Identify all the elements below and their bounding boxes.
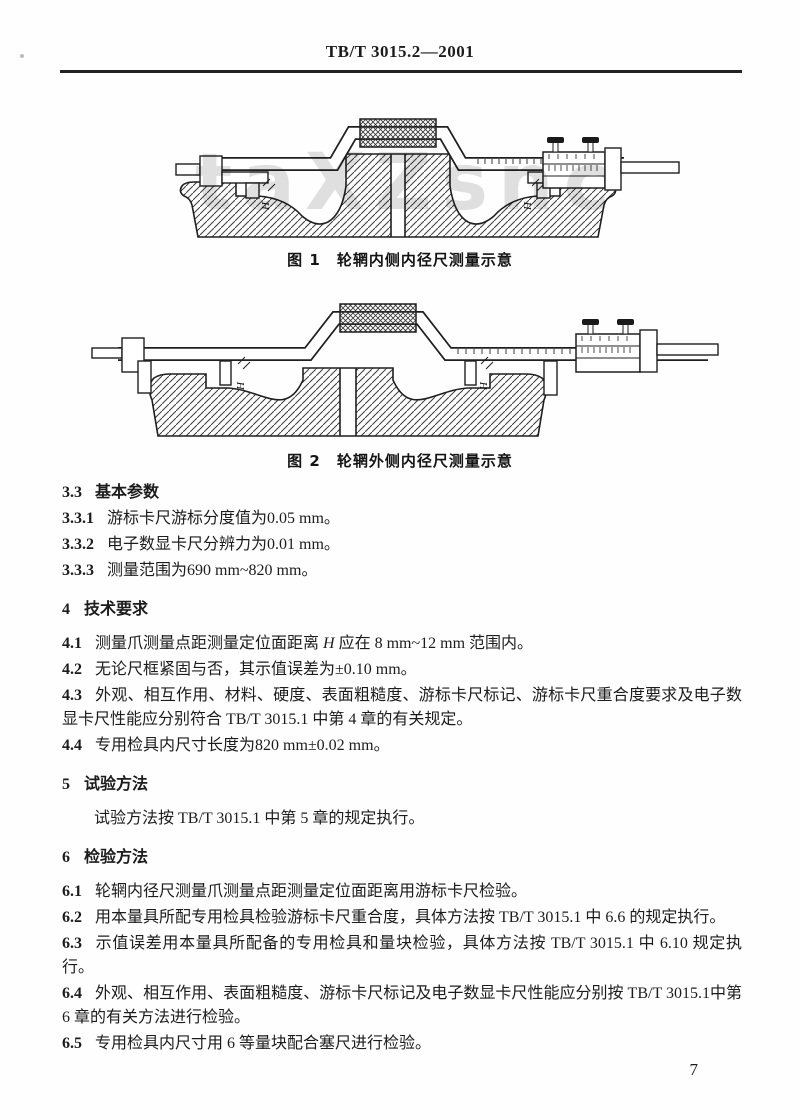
clause-number: 4.4 bbox=[62, 737, 82, 754]
clause-text: 示值误差用本量具所配备的专用检具和量块检验，具体方法按 TB/T 3015.1 … bbox=[62, 935, 742, 976]
clause-text: 专用检具内尺寸用 6 等量块配合塞尺进行检验。 bbox=[95, 1035, 432, 1052]
clause-5-body: 试验方法按 TB/T 3015.1 中第 5 章的规定执行。 bbox=[62, 807, 742, 831]
dimension-left: H bbox=[235, 356, 251, 391]
vernier-slider bbox=[575, 319, 719, 373]
left-rod-tip bbox=[175, 163, 201, 176]
right-locating-plate bbox=[464, 360, 477, 386]
thumb-screw bbox=[617, 319, 634, 335]
section-title: 试验方法 bbox=[84, 774, 149, 793]
figure-1-caption: 图 1 轮辋内侧内径尺测量示意 bbox=[287, 251, 513, 269]
left-head-block bbox=[199, 155, 223, 187]
page-number: 7 bbox=[689, 1060, 699, 1079]
vernier-slider bbox=[542, 137, 680, 191]
dim-label-h: H bbox=[522, 201, 534, 211]
left-locating-plate bbox=[221, 171, 269, 184]
clause-4-4: 4.4 专用检具内尺寸长度为820 mm±0.02 mm。 bbox=[62, 734, 742, 758]
figure-1-svg: H H bbox=[175, 118, 680, 238]
left-rod-tip bbox=[91, 347, 123, 359]
dim-label-h: H bbox=[235, 381, 247, 391]
section-title: 技术要求 bbox=[84, 599, 149, 618]
section-heading-6: 6 检验方法 bbox=[62, 845, 742, 870]
vernier-ticks bbox=[548, 154, 598, 171]
fixed-jaw-assembly bbox=[91, 337, 232, 394]
clause-number: 4.1 bbox=[62, 635, 82, 652]
clause-3-3-1: 3.3.1 游标卡尺游标分度值为0.05 mm。 bbox=[62, 507, 742, 531]
clause-3-3-2: 3.3.2 电子数显卡尺分辨力为0.01 mm。 bbox=[62, 533, 742, 557]
clause-number: 6.3 bbox=[62, 935, 82, 952]
clause-4-2: 4.2 无论尺框紧固与否，其示值误差为±0.10 mm。 bbox=[62, 658, 742, 682]
clause-title: 基本参数 bbox=[95, 482, 160, 501]
clause-text: 专用检具内尺寸长度为820 mm±0.02 mm。 bbox=[95, 737, 390, 754]
figure-2-drawing: H H bbox=[78, 278, 728, 448]
clause-6-1: 6.1 轮辋内径尺测量爪测量点距测量定位面距离用游标卡尺检验。 bbox=[62, 880, 742, 904]
clause-text: 轮辋内径尺测量爪测量点距测量定位面距离用游标卡尺检验。 bbox=[95, 883, 528, 900]
clause-number: 6.4 bbox=[62, 985, 82, 1002]
clause-6-5: 6.5 专用检具内尺寸用 6 等量块配合塞尺进行检验。 bbox=[62, 1032, 742, 1056]
clause-text: 测量范围为690 mm~820 mm。 bbox=[107, 562, 318, 579]
figure-2-caption: 图 2 轮辋外侧内径尺测量示意 bbox=[287, 452, 513, 470]
clause-text-post: 应在 8 mm~12 mm 范围内。 bbox=[334, 635, 534, 652]
clause-text-pre: 测量爪测量点距测量定位面距离 bbox=[95, 635, 324, 652]
wheelset-cross-section bbox=[148, 367, 548, 437]
thumb-screw bbox=[547, 137, 564, 153]
clause-number: 3.3.2 bbox=[62, 536, 94, 553]
dim-label-h: H bbox=[260, 201, 272, 211]
clause-number: 6.5 bbox=[62, 1035, 82, 1052]
clause-number: 6.2 bbox=[62, 909, 82, 926]
variable-h: H bbox=[323, 635, 335, 652]
clause-text: 外观、相互作用、材料、硬度、表面粗糙度、游标卡尺标记、游标卡尺重合度要求及电子数… bbox=[62, 687, 742, 728]
beam-rod-extension bbox=[620, 161, 680, 174]
clause-text: 试验方法按 TB/T 3015.1 中第 5 章的规定执行。 bbox=[94, 810, 425, 827]
section-heading-4: 4 技术要求 bbox=[62, 597, 742, 622]
clause-text: 测量爪测量点距测量定位面距离 H 应在 8 mm~12 mm 范围内。 bbox=[95, 635, 533, 652]
clause-text: 外观、相互作用、表面粗糙度、游标卡尺标记及电子数显卡尺性能应分别按 TB/T 3… bbox=[62, 985, 742, 1026]
vernier-ticks bbox=[581, 336, 631, 353]
thumb-screw bbox=[582, 137, 599, 153]
section-heading-5: 5 试验方法 bbox=[62, 772, 742, 797]
dimension-right: H bbox=[478, 356, 494, 391]
right-measuring-jaw bbox=[543, 360, 558, 396]
sliding-jaw-assembly bbox=[464, 360, 558, 396]
section-number: 5 bbox=[62, 776, 70, 793]
clause-text: 电子数显卡尺分辨力为0.01 mm。 bbox=[107, 536, 340, 553]
clause-number: 4.2 bbox=[62, 661, 82, 678]
section-title: 检验方法 bbox=[84, 847, 149, 866]
clause-number: 3.3.3 bbox=[62, 562, 94, 579]
clause-4-1: 4.1 测量爪测量点距测量定位面距离 H 应在 8 mm~12 mm 范围内。 bbox=[62, 632, 742, 656]
clause-number: 3.3.1 bbox=[62, 510, 94, 527]
document-number: TB/T 3015.2—2001 bbox=[325, 42, 475, 61]
beam-rod-extension bbox=[656, 343, 719, 356]
main-scale-ticks bbox=[477, 159, 542, 164]
left-measuring-jaw bbox=[245, 182, 260, 199]
clause-6-2: 6.2 用本量具所配专用检具检验游标卡尺重合度，具体方法按 TB/T 3015.1… bbox=[62, 906, 742, 930]
thumb-screw bbox=[582, 319, 599, 335]
grip-knurl bbox=[339, 303, 417, 333]
clause-text: 无论尺框紧固与否，其示值误差为±0.10 mm。 bbox=[95, 661, 417, 678]
clause-number: 3.3 bbox=[62, 484, 82, 501]
dimension-left: H bbox=[260, 178, 276, 211]
section-number: 4 bbox=[62, 601, 70, 618]
grip-knurl bbox=[359, 118, 437, 148]
header-rule bbox=[60, 70, 742, 73]
fixed-jaw-assembly bbox=[175, 155, 269, 199]
body-text: 3.3 基本参数 3.3.1 游标卡尺游标分度值为0.05 mm。 3.3.2 电子数… bbox=[62, 478, 742, 1058]
section-number: 6 bbox=[62, 849, 70, 866]
clamp-block bbox=[604, 147, 622, 191]
clause-number: 4.3 bbox=[62, 687, 82, 704]
figure-2-svg: H H bbox=[91, 303, 719, 437]
clause-3-3: 3.3 基本参数 bbox=[62, 480, 742, 505]
clause-text: 用本量具所配专用检具检验游标卡尺重合度，具体方法按 TB/T 3015.1 中 … bbox=[95, 909, 726, 926]
clause-text: 游标卡尺游标分度值为0.05 mm。 bbox=[107, 510, 340, 527]
left-measuring-jaw bbox=[137, 360, 152, 394]
clause-3-3-3: 3.3.3 测量范围为690 mm~820 mm。 bbox=[62, 559, 742, 583]
clamp-block bbox=[639, 329, 658, 373]
figure-1-drawing: H H bbox=[88, 102, 718, 250]
scan-speck bbox=[20, 54, 24, 58]
left-locating-plate bbox=[219, 360, 232, 386]
dim-label-h: H bbox=[478, 381, 490, 391]
clause-number: 6.1 bbox=[62, 883, 82, 900]
